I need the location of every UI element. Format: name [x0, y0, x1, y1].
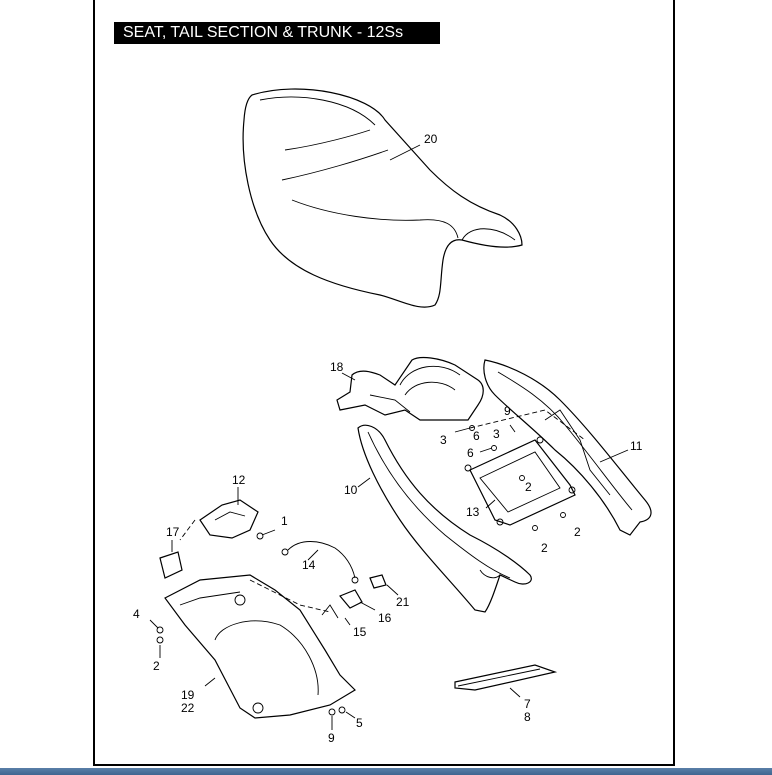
bolt-part-1: [256, 529, 276, 540]
callout-5: 5: [356, 716, 363, 730]
hardware-cluster-upper: [454, 409, 586, 531]
trunk-base-part-18: [336, 356, 484, 421]
diagram-title: SEAT, TAIL SECTION & TRUNK - 12Ss: [114, 22, 440, 44]
callout-3-left: 3: [440, 433, 447, 447]
bracket-part-12: [179, 487, 259, 541]
callout-11: 11: [630, 439, 643, 453]
callout-21: 21: [396, 595, 410, 609]
lock-assembly-parts: [321, 574, 399, 626]
callout-17: 17: [166, 525, 180, 539]
callout-7: 7: [524, 697, 531, 711]
callout-20: 20: [424, 132, 438, 146]
window-bottom-strip: [0, 768, 772, 775]
callout-2-lower-left: 2: [153, 659, 160, 673]
callout-9-upper: 9: [504, 404, 511, 418]
callout-19: 19: [181, 688, 195, 702]
lower-hardware: [149, 619, 356, 730]
callout-16: 16: [378, 611, 392, 625]
callout-2-bracket: 2: [525, 480, 532, 494]
callout-4: 4: [133, 607, 140, 621]
callout-3-right: 3: [493, 427, 500, 441]
callout-2-right: 2: [574, 525, 581, 539]
latch-part-17: [159, 540, 183, 579]
callout-6-lower: 6: [467, 446, 474, 460]
callout-15: 15: [353, 625, 367, 639]
seat-part-20: [242, 88, 523, 308]
callout-9-lower: 9: [328, 731, 335, 745]
callout-8: 8: [524, 710, 531, 724]
bracket-part-13: [464, 436, 576, 526]
callout-2-bottom: 2: [541, 541, 548, 555]
callout-14: 14: [302, 558, 316, 572]
callout-6-upper: 6: [473, 429, 480, 443]
trunk-liner-part-19: [164, 574, 356, 719]
side-rail-part-10: [357, 424, 532, 613]
callout-18: 18: [330, 360, 344, 374]
callout-1: 1: [281, 514, 288, 528]
callout-13: 13: [466, 505, 480, 519]
callout-12: 12: [232, 473, 246, 487]
callout-10: 10: [344, 483, 358, 497]
tail-section-part-11: [483, 359, 652, 536]
cable-part-14: [281, 541, 359, 584]
callout-22: 22: [181, 701, 195, 715]
pad-part-7: [454, 664, 558, 698]
